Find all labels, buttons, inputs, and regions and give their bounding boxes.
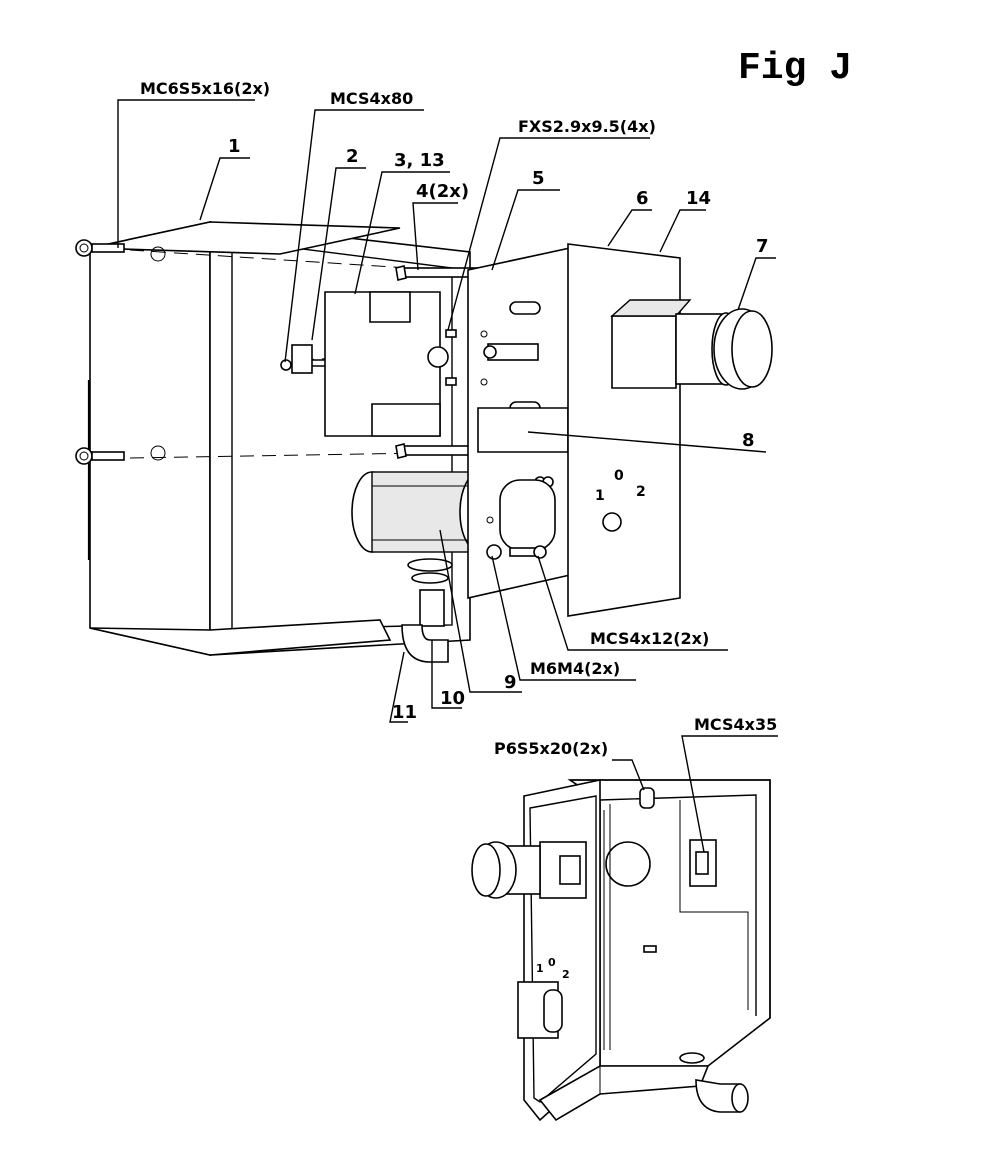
leader-mcs4x35 xyxy=(681,735,778,853)
switch-block xyxy=(324,291,449,437)
bar-part-8 xyxy=(477,407,569,453)
callout-mcs4x12: MCS4x12(2x) xyxy=(590,629,709,648)
part-number-6: 6 xyxy=(636,188,649,209)
screw-mc6s5x16 xyxy=(75,239,125,465)
part-number-11: 11 xyxy=(392,702,417,723)
part-number-7: 7 xyxy=(756,236,769,257)
leader-lines xyxy=(117,99,776,723)
dial-label-0: 0 xyxy=(614,468,624,484)
callout-mcs4x35: MCS4x35 xyxy=(694,715,777,734)
screw-mcs4x80 xyxy=(280,344,380,374)
dial-label-2-assembled: 2 xyxy=(562,968,570,981)
callout-m6m4: M6M4(2x) xyxy=(530,659,620,678)
part-number-3-13: 3, 13 xyxy=(394,150,445,171)
dial-label-1-assembled: 1 xyxy=(536,962,544,975)
callout-mc6s5x16: MC6S5x16(2x) xyxy=(140,79,270,98)
part-number-9: 9 xyxy=(504,672,517,693)
push-button xyxy=(610,299,773,390)
callout-mcs4x80: MCS4x80 xyxy=(330,89,413,108)
elbow-fitting-assembled xyxy=(679,1052,749,1113)
callout-p6s5x20: P6S5x20(2x) xyxy=(494,739,608,758)
selector-knob-assembled xyxy=(517,981,563,1039)
part-number-14: 14 xyxy=(686,188,711,209)
dial-label-0-assembled: 0 xyxy=(548,956,556,969)
figure-title: Fig J xyxy=(738,47,852,90)
assembled-unit xyxy=(523,779,771,1122)
leader-p6s5x20 xyxy=(612,759,645,791)
dial-label-2: 2 xyxy=(636,484,646,500)
part-number-10: 10 xyxy=(440,688,465,709)
dial-label-1: 1 xyxy=(595,488,605,504)
elbow-fitting xyxy=(401,558,453,663)
part-number-1: 1 xyxy=(228,136,241,157)
part-number-8: 8 xyxy=(742,430,755,451)
enclosure-housing xyxy=(87,221,471,656)
part-number-2: 2 xyxy=(346,146,359,167)
push-button-assembled xyxy=(471,841,587,899)
part-number-5: 5 xyxy=(532,168,545,189)
screw-fxs xyxy=(445,329,457,386)
part-number-4: 4(2x) xyxy=(416,181,469,202)
callout-fxs: FXS2.9x9.5(4x) xyxy=(518,117,656,136)
